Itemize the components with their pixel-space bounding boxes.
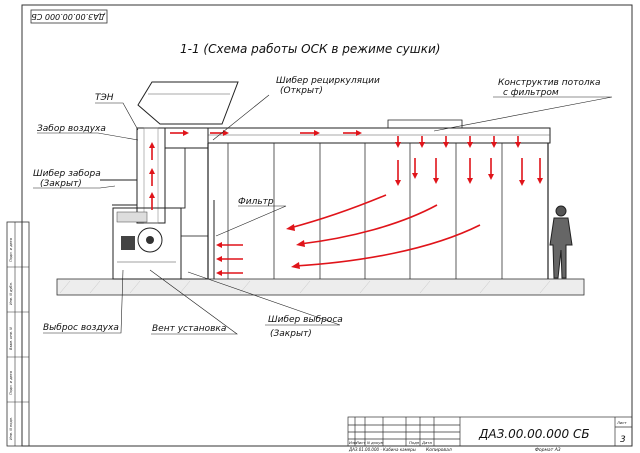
arrow-right-1 — [170, 130, 189, 136]
intake-duct-bend — [100, 179, 138, 206]
diagram-title: 1-1 (Схема работы ОСК в режиме сушки) — [180, 42, 440, 56]
person-figure — [549, 205, 573, 279]
arrow-down-2 — [419, 136, 425, 148]
arrow-down-10 — [467, 158, 473, 184]
side-stamp-3: Взам. инв. N — [9, 327, 13, 350]
arrow-up-2 — [149, 168, 155, 186]
tb-col-doc: N докум — [367, 440, 384, 445]
arrow-left-3 — [216, 270, 243, 276]
label-air-exhaust: Выброс воздуха — [43, 323, 119, 333]
arrow-right-4 — [343, 130, 362, 136]
arrow-left-2 — [216, 256, 243, 262]
arrow-down-8 — [412, 158, 418, 179]
arrow-left-1 — [216, 242, 243, 248]
intake-hood — [137, 81, 239, 125]
booth-ribs — [227, 143, 503, 279]
arrow-down-4 — [467, 136, 473, 148]
title-block — [347, 416, 633, 447]
side-stamp-5: Подп. и дата — [9, 238, 13, 262]
label-intake-damper-state: (Закрыт) — [40, 179, 82, 189]
ceiling-filter-bracket — [387, 119, 463, 128]
label-ceiling-design-2: с фильтром — [503, 88, 559, 98]
label-exhaust-damper: Шибер выброса — [268, 315, 343, 325]
airflow-arrows — [149, 130, 543, 276]
arrow-down-7 — [395, 160, 401, 186]
tb-col-sign: Подп — [409, 440, 420, 445]
intake-duct — [136, 127, 166, 224]
label-air-intake: Забор воздуха — [37, 124, 106, 134]
side-stamp: Инв. N подл. Подп. и дата Взам. инв. N И… — [9, 238, 13, 440]
code-stamp: ДАЗ.00.00.000 СБ — [31, 12, 106, 21]
tb-col-list: Лист — [355, 440, 366, 445]
arrow-up-1 — [149, 192, 155, 210]
tb-sheet-number: 3 — [620, 435, 626, 445]
binding-strip — [6, 221, 30, 447]
tb-col-date: Дата — [421, 440, 433, 445]
side-stamp-4: Инв. N дубл. — [9, 282, 13, 305]
drawing-frame — [21, 4, 633, 447]
fan-wheel — [137, 227, 163, 253]
arrow-down-11 — [488, 158, 494, 180]
label-recirc-damper-state: (Открыт) — [280, 86, 323, 96]
arrow-down-6 — [515, 136, 521, 148]
tb-bottom-note: ДАЗ.01.00.000 - Кабина камеры — [348, 447, 416, 452]
arrow-up-3 — [149, 142, 155, 160]
leader-lines — [33, 94, 613, 335]
curve-arrow-1 — [286, 194, 387, 231]
label-exhaust-damper-state: (Закрыт) — [270, 329, 312, 339]
label-filter: Фильтр — [238, 197, 274, 207]
label-vent-unit: Вент установка — [152, 324, 226, 334]
side-stamp-1: Инв. N подл. — [9, 417, 13, 440]
label-intake-damper: Шибер забора — [33, 169, 101, 179]
arrow-right-2 — [210, 130, 229, 136]
tb-sheet-label: Лист — [616, 420, 627, 425]
arrow-down-9 — [433, 158, 439, 184]
arrow-down-3 — [443, 136, 449, 148]
side-stamp-2: Подп. и дата — [9, 371, 13, 395]
label-recirc-damper: Шибер рециркуляции — [276, 76, 380, 86]
arrow-down-12 — [519, 158, 525, 186]
tb-format: Формат А3 — [535, 447, 561, 453]
code-stamp-box — [30, 9, 108, 24]
air-handling-unit — [100, 81, 239, 280]
booth-ceiling — [207, 127, 551, 144]
arrow-down-13 — [537, 158, 543, 184]
floor — [56, 278, 585, 296]
arrow-down-1 — [395, 136, 401, 148]
label-ceiling-design: Конструктив потолка — [498, 78, 601, 88]
tb-code: ДАЗ.00.00.000 СБ — [478, 427, 590, 441]
label-ten: ТЭН — [95, 93, 114, 103]
recirc-duct — [164, 127, 209, 149]
tb-col-izm: Изм — [349, 440, 357, 445]
curve-arrow-2 — [296, 204, 438, 247]
arrow-down-5 — [491, 136, 497, 148]
arrow-right-3 — [300, 130, 320, 136]
tb-copied: Копировал — [426, 447, 452, 453]
curve-arrow-3 — [291, 224, 481, 269]
